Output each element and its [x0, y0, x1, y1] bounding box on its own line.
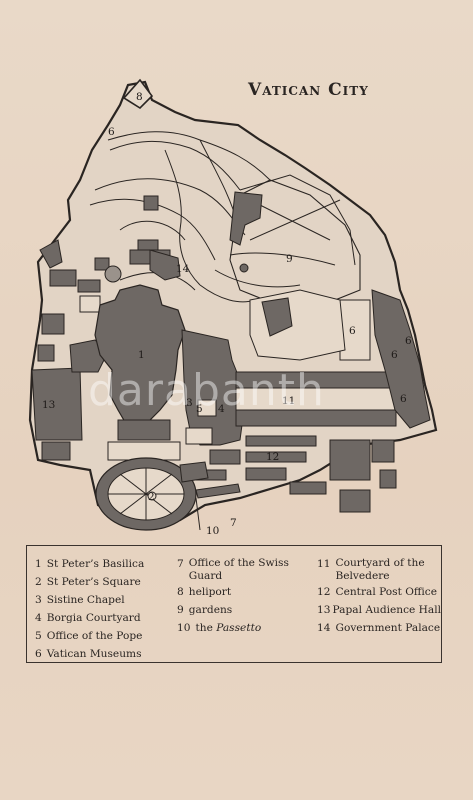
legend-label: Vatican Museums: [46, 648, 142, 660]
map-legend: 1 St Peter’s Basilica 2 St Peter’s Squar…: [26, 545, 442, 663]
legend-number: 7: [177, 558, 184, 570]
legend-number: 9: [177, 604, 184, 616]
legend-item: 7 Office of the Swiss Guard: [177, 555, 315, 583]
tower: [239, 263, 249, 273]
marker-2: 2: [148, 491, 155, 503]
building: [49, 269, 77, 287]
legend-item: 6 Vatican Museums: [35, 645, 175, 663]
papal-audience-hall: [31, 367, 83, 441]
vatican-museums-east: [371, 289, 431, 429]
pinacoteca: [249, 289, 346, 361]
building: [185, 427, 213, 445]
heliport-area: [122, 78, 154, 110]
legend-item: 11 Courtyard of the Belvedere: [317, 555, 441, 583]
st-peters-square: [95, 441, 197, 531]
legend-column-3: 11 Courtyard of the Belvedere 12 Central…: [317, 555, 441, 637]
legend-column-1: 1 St Peter’s Basilica 2 St Peter’s Squar…: [35, 555, 175, 663]
marker-6: 6: [349, 325, 356, 337]
legend-label: Government Palace: [335, 622, 441, 634]
building: [37, 344, 55, 362]
marker-7: 7: [230, 517, 237, 529]
legend-item: 13 Papal Audience Hall: [317, 601, 441, 619]
legend-item: 14 Government Palace: [317, 619, 441, 637]
central-post-office-area: [245, 435, 397, 513]
legend-number: 6: [35, 648, 42, 660]
building: [229, 191, 263, 246]
legend-label: the Passetto: [195, 619, 261, 637]
legend-number: 12: [317, 586, 331, 598]
basilica-facade: [117, 419, 171, 441]
legend-label: gardens: [188, 604, 233, 616]
legend-number: 13: [317, 604, 331, 616]
legend-label: Courtyard of the Belvedere: [335, 557, 425, 582]
marker-4: 4: [218, 403, 225, 415]
legend-label: Central Post Office: [335, 586, 438, 598]
legend-item: 9 gardens: [177, 601, 315, 619]
building: [77, 279, 101, 293]
legend-number: 3: [35, 594, 42, 606]
swiss-guard-office: [179, 461, 209, 483]
marker-13: 13: [42, 399, 55, 411]
marker-3: 3: [186, 397, 193, 409]
legend-label: St Peter’s Basilica: [46, 558, 145, 570]
legend-label: St Peter’s Square: [46, 576, 141, 588]
legend-item: 1 St Peter’s Basilica: [35, 555, 175, 573]
legend-item: 10 the Passetto: [177, 619, 315, 637]
vatican-map: 1 2 3 4 5 6 6 6 6 6 7 8 9 10 11 12 13 14: [28, 78, 438, 537]
legend-item: 5 Office of the Pope: [35, 627, 175, 645]
legend-label: Office of the Swiss Guard: [188, 557, 289, 582]
fountain: [104, 265, 122, 283]
legend-number: 4: [35, 612, 42, 624]
building: [209, 449, 241, 465]
st-peters-basilica: [94, 284, 186, 423]
legend-label: heliport: [188, 586, 232, 598]
legend-number: 14: [317, 622, 331, 634]
legend-label-italic: Passetto: [216, 622, 262, 634]
legend-column-2: 7 Office of the Swiss Guard 8 heliport 9…: [177, 555, 315, 637]
legend-number: 1: [35, 558, 42, 570]
legend-item: 8 heliport: [177, 583, 315, 601]
borgia-courtyard: [197, 399, 217, 417]
passetto-line: [195, 497, 201, 531]
marker-6: 6: [400, 393, 407, 405]
building: [41, 441, 71, 461]
vatican-museums-block: [339, 299, 371, 361]
marker-10: 10: [206, 525, 219, 537]
building: [143, 195, 159, 211]
government-palace: [149, 249, 181, 281]
marker-11: 11: [282, 395, 295, 407]
building: [94, 257, 110, 271]
legend-number: 10: [177, 622, 191, 634]
building: [41, 313, 65, 335]
marker-12: 12: [266, 451, 279, 463]
legend-number: 8: [177, 586, 184, 598]
legend-number: 11: [317, 558, 331, 570]
legend-item: 12 Central Post Office: [317, 583, 441, 601]
building: [261, 297, 293, 337]
passetto: [195, 483, 241, 499]
legend-label: Office of the Pope: [46, 630, 143, 642]
marker-9: 9: [286, 253, 293, 265]
marker-14: 14: [176, 263, 190, 275]
legend-label: Papal Audience Hall: [332, 604, 441, 616]
legend-label: Borgia Courtyard: [46, 612, 141, 624]
watermark: darabanth: [88, 365, 325, 416]
map-title: Vatican City: [248, 80, 369, 100]
legend-label: Sistine Chapel: [46, 594, 125, 606]
marker-8: 8: [136, 91, 143, 103]
legend-label-prefix: the: [195, 622, 217, 634]
building: [79, 295, 101, 313]
marker-6: 6: [108, 126, 115, 138]
legend-number: 2: [35, 576, 42, 588]
building: [39, 239, 63, 269]
legend-item: 2 St Peter’s Square: [35, 573, 175, 591]
legend-item: 4 Borgia Courtyard: [35, 609, 175, 627]
marker-6: 6: [405, 335, 412, 347]
legend-number: 5: [35, 630, 42, 642]
marker-5: 5: [196, 403, 203, 415]
marker-1: 1: [138, 349, 145, 361]
legend-item: 3 Sistine Chapel: [35, 591, 175, 609]
marker-6: 6: [391, 349, 398, 361]
